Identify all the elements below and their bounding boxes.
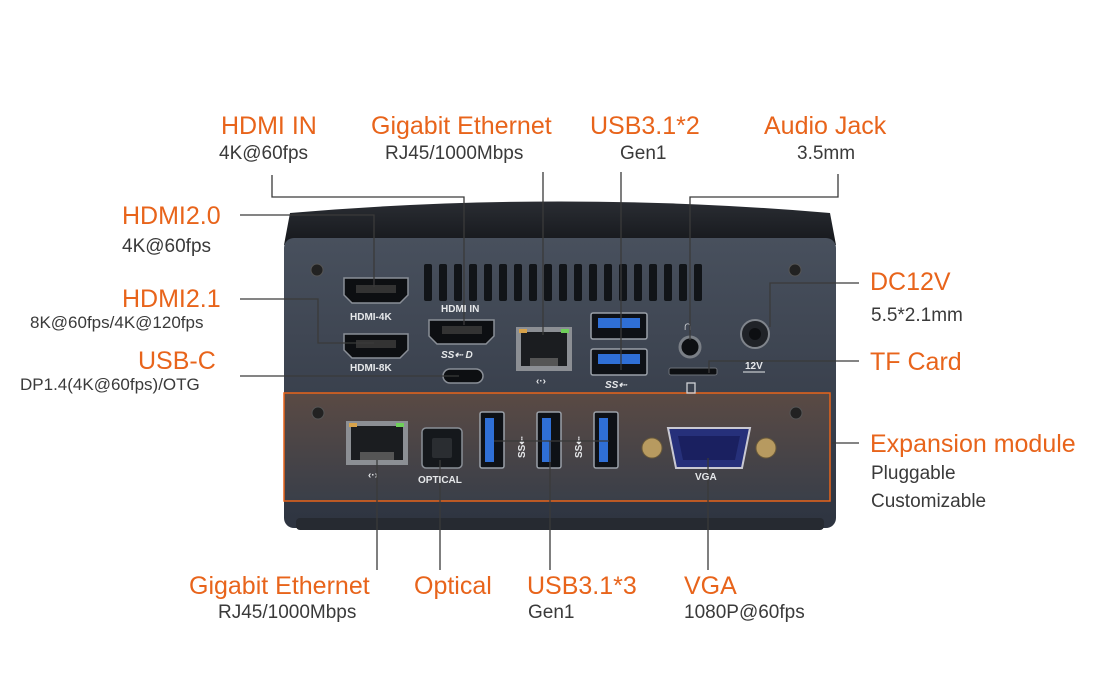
hdmi-8k-port [343,333,409,359]
label-gigabit-bottom-sub: RJ45/1000Mbps [218,602,357,623]
label-hdmi20-title: HDMI2.0 [122,202,221,230]
usb-top-ports [590,312,648,376]
label-dc12v-sub: 5.5*2.1mm [871,305,963,326]
label-audio-jack-sub: 3.5mm [797,143,856,164]
svg-text:∩: ∩ [683,318,692,333]
label-vga-sub: 1080P@60fps [684,602,805,623]
hdmi-in-port [428,319,495,345]
vga-port [641,427,777,469]
optical-port [421,427,463,469]
label-hdmi21-sub: 8K@60fps/4K@120fps [30,313,204,332]
leader-lines [240,172,859,570]
label-hdmi-in-title: HDMI IN [221,112,317,140]
label-usb31x3-title: USB3.1*3 [527,572,637,600]
tf-card-slot [668,367,718,376]
panel-print-12v: 12V [745,361,763,372]
rj45-top-port [516,327,572,371]
label-dc12v-title: DC12V [870,268,951,296]
label-hdmi21-title: HDMI2.1 [122,285,221,313]
label-vga-title: VGA [684,572,737,600]
device-lid [284,201,836,249]
label-usb31x2-title: USB3.1*2 [590,112,700,140]
svg-text:SS⇠ D: SS⇠ D [441,350,473,361]
svg-text:SS⇠: SS⇠ [517,436,528,458]
panel-print-vga: VGA [695,472,717,483]
vent-grille [424,264,702,301]
label-expansion-title: Expansion module [870,430,1076,458]
label-hdmi20-sub: 4K@60fps [122,236,212,257]
label-usbc-sub: DP1.4(4K@60fps)/OTG [20,375,200,394]
panel-print-hdmi-8k: HDMI-8K [350,363,392,374]
svg-text:‹·›: ‹·› [368,470,378,481]
label-audio-jack-title: Audio Jack [764,112,887,140]
label-gigabit-top-title: Gigabit Ethernet [371,112,552,140]
rj45-bottom-port [346,421,408,465]
label-gigabit-top-sub: RJ45/1000Mbps [385,143,524,164]
usb-bottom-ports [479,411,619,469]
label-optical-title: Optical [414,572,492,600]
label-usb31x3-sub: Gen1 [528,602,575,623]
label-gigabit-bottom-title: Gigabit Ethernet [189,572,370,600]
svg-text:SS⇠: SS⇠ [574,436,585,458]
label-tf-card-title: TF Card [870,348,962,376]
svg-text:SS⇠: SS⇠ [605,380,627,391]
screws [310,263,803,420]
hdmi-4k-port [343,277,409,304]
label-usb31x2-sub: Gen1 [620,143,667,164]
label-expansion-sub1: Pluggable [871,463,956,484]
svg-text:‹·›: ‹·› [536,376,546,387]
panel-print-hdmi-4k: HDMI-4K [350,312,392,323]
label-expansion-sub2: Customizable [871,491,987,512]
panel-print-hdmi-in: HDMI IN [441,304,480,315]
label-hdmi-in-sub: 4K@60fps [219,143,309,164]
label-usbc-title: USB-C [138,347,216,375]
panel-print-optical: OPTICAL [418,475,462,486]
